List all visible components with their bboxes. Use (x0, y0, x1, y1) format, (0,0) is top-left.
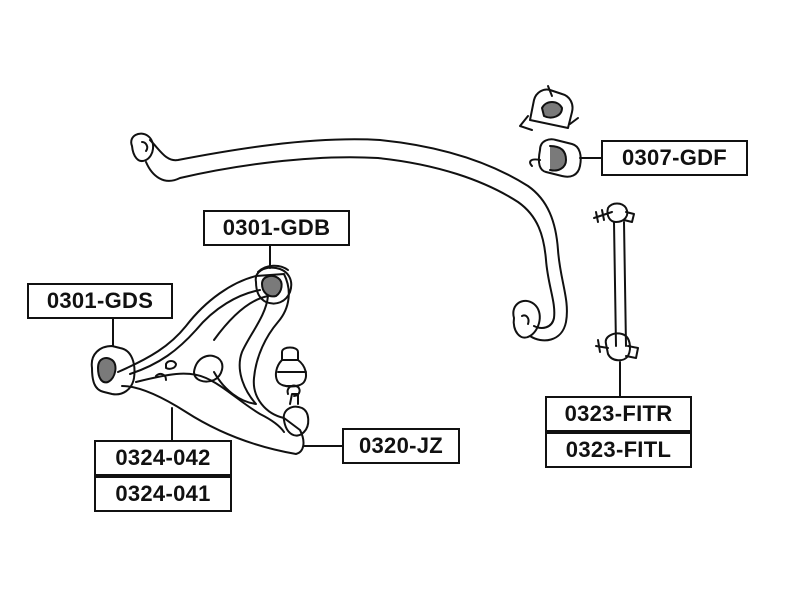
stabilizer-bushing-icon (529, 138, 582, 178)
leader-lines (112, 157, 621, 447)
part-label-0324-042: 0324-042 (94, 440, 232, 476)
part-label-0301-gds: 0301-GDS (27, 283, 173, 319)
stabilizer-bar (130, 132, 568, 342)
stabilizer-link-icon (593, 202, 639, 362)
lower-arm-rear-bushing-icon (254, 264, 293, 305)
stabilizer-bushing-bracket-icon (519, 85, 579, 131)
part-label-0323-fitr: 0323-FITR (545, 396, 692, 432)
part-label-0323-fitl: 0323-FITL (545, 432, 692, 468)
ball-joint-boot-icon (274, 346, 307, 388)
part-label-0301-gdb: 0301-GDB (203, 210, 350, 246)
part-label-0307-gdf: 0307-GDF (601, 140, 748, 176)
lower-arm-front-bushing-icon (90, 345, 136, 396)
lower-control-arm (117, 273, 305, 455)
part-label-0320-jz: 0320-JZ (342, 428, 460, 464)
part-label-0324-041: 0324-041 (94, 476, 232, 512)
